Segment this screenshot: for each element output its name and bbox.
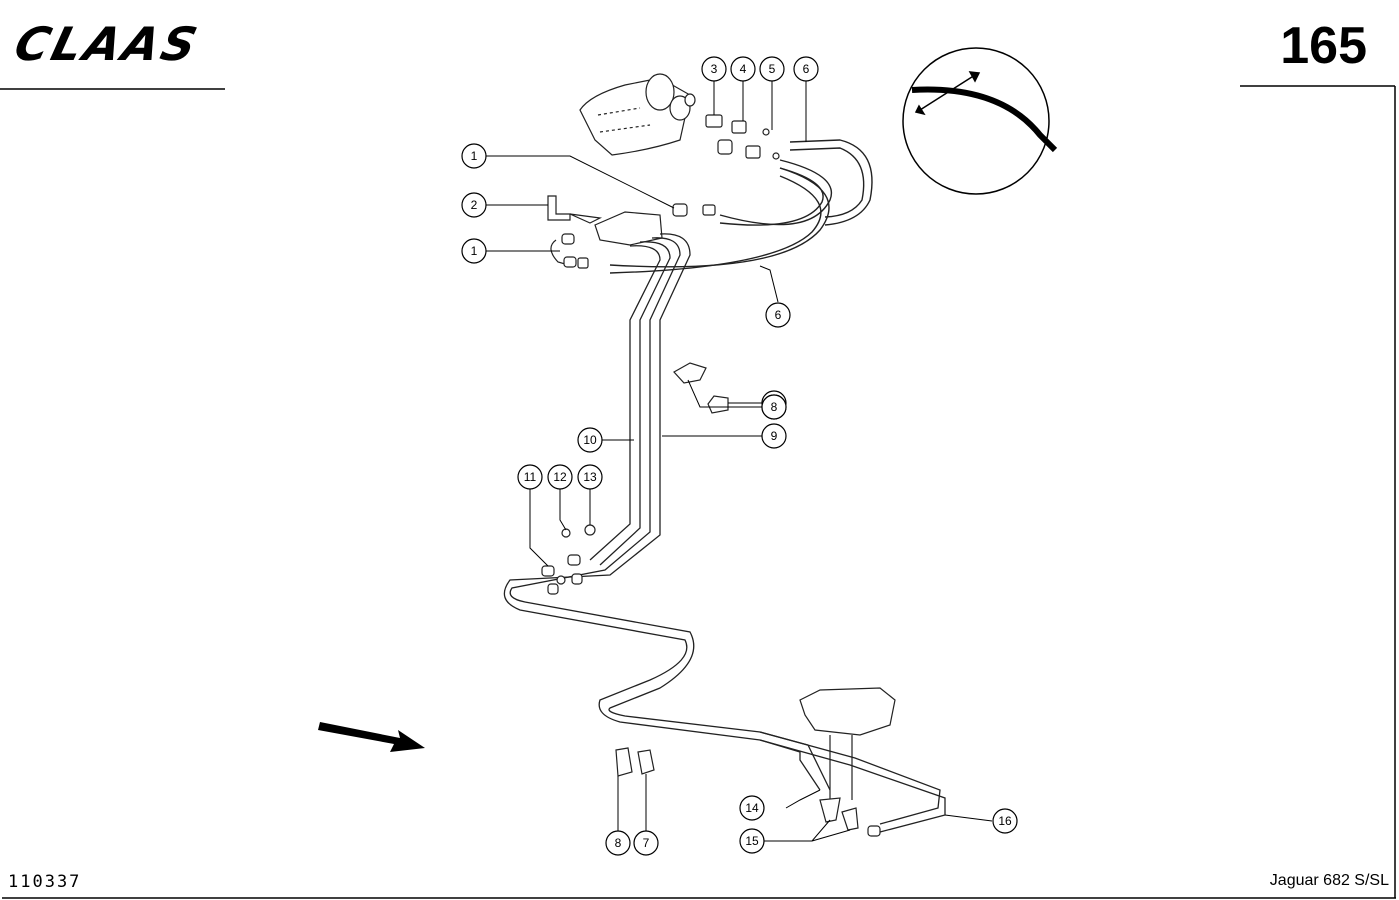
drawing-number: 110337 (8, 872, 82, 892)
rigid-pipes (503, 233, 946, 833)
svg-text:1: 1 (471, 149, 478, 163)
callout-6: 6 (765, 302, 791, 328)
svg-text:4: 4 (740, 62, 747, 76)
control-valve-lower (799, 687, 896, 837)
callout-1: 1 (461, 238, 487, 264)
svg-text:9: 9 (771, 429, 778, 443)
leader-lines (486, 81, 993, 842)
callout-1: 1 (461, 143, 487, 169)
svg-text:7: 7 (643, 836, 650, 850)
callout-11: 11 (517, 464, 543, 490)
svg-text:14: 14 (745, 801, 759, 815)
svg-text:13: 13 (583, 470, 597, 484)
callout-13: 13 (577, 464, 603, 490)
model-name: Jaguar 682 S/SL (1269, 872, 1389, 889)
callout-5: 5 (759, 56, 785, 82)
svg-text:3: 3 (711, 62, 718, 76)
callout-bubbles: 1 2 1 3 4 5 6 6 7 8 9 10 11 12 13 14 15 … (461, 56, 1018, 856)
pipe-clamps (615, 362, 729, 777)
hydraulic-hoses (609, 139, 873, 274)
page-number: 165 (1280, 17, 1367, 75)
svg-text:8: 8 (615, 836, 622, 850)
callout-12: 12 (547, 464, 573, 490)
callout-15: 15 (739, 828, 765, 854)
callout-8: 8 (605, 830, 631, 856)
detail-circle (902, 47, 1058, 195)
callout-4: 4 (730, 56, 756, 82)
callout-2: 2 (461, 192, 487, 218)
callout-3: 3 (701, 56, 727, 82)
svg-text:6: 6 (803, 62, 810, 76)
svg-text:12: 12 (553, 470, 567, 484)
svg-text:15: 15 (745, 834, 759, 848)
svg-text:6: 6 (775, 308, 782, 322)
callout-8-bubble: 8 (761, 394, 787, 420)
callout-6: 6 (793, 56, 819, 82)
callout-9: 9 (761, 423, 787, 449)
hydraulic-cylinder (579, 73, 696, 156)
svg-text:11: 11 (524, 470, 537, 484)
svg-text:1: 1 (471, 244, 478, 258)
valve-block-upper (547, 195, 716, 269)
fittings-upper (705, 114, 780, 160)
svg-text:2: 2 (471, 198, 478, 212)
sheet-frame (0, 85, 1396, 899)
direction-arrow (318, 722, 425, 752)
svg-text:8: 8 (771, 400, 778, 414)
callout-16: 16 (992, 808, 1018, 834)
callout-14: 14 (739, 795, 765, 821)
callout-7: 7 (633, 830, 659, 856)
svg-text:10: 10 (583, 433, 597, 447)
fittings-middle (541, 524, 596, 595)
svg-text:16: 16 (998, 814, 1012, 828)
svg-text:5: 5 (769, 62, 776, 76)
callout-10: 10 (577, 427, 603, 453)
